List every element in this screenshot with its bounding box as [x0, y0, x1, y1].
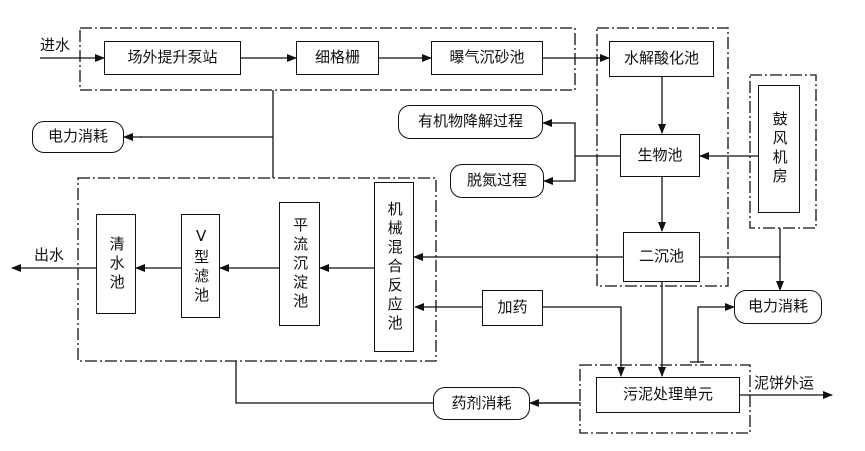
secondary-clarifier-node: 二沉池: [623, 232, 700, 282]
arrow-dosing-to-sludge: [543, 306, 622, 375]
biological-group-frame: [596, 27, 729, 287]
sludge-treatment-unit-node: 污泥处理单元: [596, 377, 740, 413]
arrow-sludge-to-power: [697, 306, 733, 362]
power-consumption-left-node: 电力消耗: [32, 121, 124, 153]
clear-water-tank-node: 清水池: [96, 214, 136, 314]
organic-degradation-node: 有机物降解过程: [398, 105, 543, 139]
biological-tank-node: 生物池: [620, 134, 700, 177]
inflow-label: 进水: [40, 36, 71, 54]
arrow-clarifier-to-power: [700, 256, 781, 288]
power-consumption-right-node: 电力消耗: [734, 290, 822, 324]
arrow-bio-to-denitrification: [546, 156, 576, 182]
sludge-outflow-label: 泥饼外运: [754, 374, 815, 392]
fine-screen-node: 细格栅: [296, 41, 379, 75]
advanced-treatment-group-frame: [77, 177, 437, 362]
blower-room-node: 鼓风机房: [758, 85, 800, 213]
blower-group-frame: [749, 74, 817, 229]
dosing-node: 加药: [482, 290, 543, 326]
outflow-label: 出水: [34, 246, 65, 264]
sludge-group-frame: [579, 364, 751, 434]
v-type-filter-node: V型滤池: [181, 214, 220, 318]
pretreatment-group-frame: [79, 27, 576, 91]
mechanical-mixing-reactor-node: 机械混合反应池: [374, 182, 414, 352]
chemical-consumption-node: 药剂消耗: [433, 387, 530, 420]
hydrolysis-acidification-node: 水解酸化池: [609, 41, 714, 77]
arrow-bio-to-organic: [544, 122, 620, 157]
lift-pump-station-node: 场外提升泵站: [104, 41, 241, 75]
horizontal-sedimentation-node: 平流沉淀池: [279, 202, 320, 326]
aerated-grit-chamber-node: 曝气沉砂池: [431, 41, 543, 75]
denitrification-node: 脱氮过程: [450, 164, 544, 198]
